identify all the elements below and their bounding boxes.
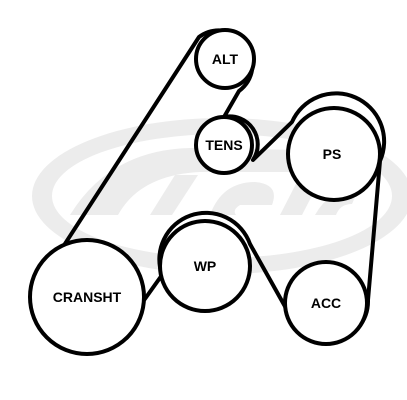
pulley-alt: ALT: [194, 28, 256, 90]
pulley-ps-label: PS: [323, 146, 342, 162]
pulley-ps: PS: [286, 106, 382, 202]
pulley-acc: ACC: [283, 260, 369, 346]
pulley-crankshaft: CRANSHT: [28, 238, 146, 356]
pulley-tens: TENS: [194, 115, 254, 175]
pulley-alt-label: ALT: [212, 51, 239, 67]
pulley-tens-label: TENS: [205, 137, 242, 153]
pulley-acc-label: ACC: [311, 295, 341, 311]
pulley-crankshaft-label: CRANSHT: [53, 289, 122, 305]
pulley-wp-label: WP: [194, 258, 217, 274]
pulley-wp: WP: [158, 219, 252, 313]
